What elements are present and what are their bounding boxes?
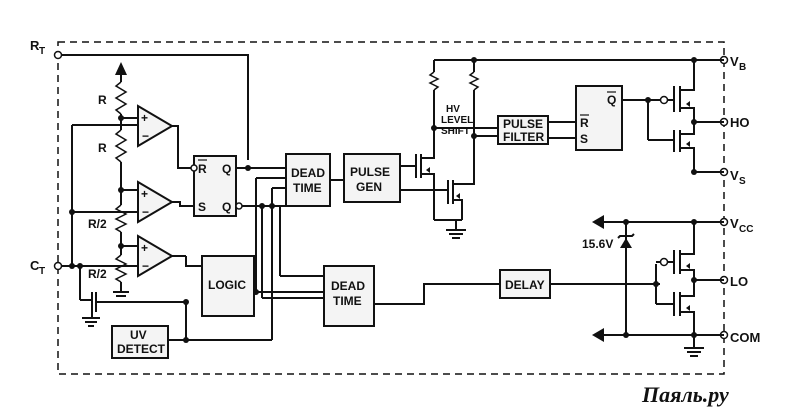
delay-block: DELAY — [499, 269, 660, 299]
ic-outline — [57, 41, 725, 375]
resistor-r-top-label: R — [98, 93, 107, 107]
svg-text:HV: HV — [446, 104, 460, 115]
svg-text:+: + — [141, 241, 148, 255]
comparator-mid: + − — [121, 180, 194, 224]
comparator-top: + − — [121, 104, 194, 169]
uv-detect-block: UV DETECT — [111, 299, 272, 359]
svg-text:+: + — [141, 187, 148, 201]
comparator-bottom: + − — [121, 234, 202, 278]
svg-text:−: − — [142, 205, 149, 219]
svg-text:LOGIC: LOGIC — [208, 278, 246, 292]
high-side-latch: R S Q — [575, 85, 674, 151]
svg-text:DELAY: DELAY — [505, 278, 545, 292]
ff-to-deadtime-wires — [236, 165, 324, 340]
svg-text:PULSE: PULSE — [350, 165, 390, 179]
dead-time-top-block: DEAD TIME — [285, 153, 344, 207]
svg-text:Паяль.ру: Паяль.ру — [641, 382, 729, 407]
pin-ct: C T — [30, 258, 45, 277]
pulse-filter-block: PULSE FILTER — [497, 115, 576, 145]
svg-text:R: R — [198, 162, 207, 176]
svg-text:Q: Q — [222, 162, 231, 176]
svg-text:−: − — [142, 259, 149, 273]
svg-text:DEAD: DEAD — [291, 166, 325, 180]
svg-text:UV: UV — [130, 328, 147, 342]
svg-text:R: R — [30, 38, 40, 53]
svg-text:CC: CC — [739, 224, 753, 235]
pin-ct-terminal — [53, 261, 63, 271]
pin-vs: V S — [730, 168, 746, 187]
rt-net — [62, 54, 249, 160]
discharge-transistor — [80, 292, 186, 327]
sr-flipflop: R S Q Q — [190, 155, 243, 217]
svg-text:−: − — [142, 129, 149, 143]
dead-time-bottom-block: DEAD TIME — [323, 265, 500, 327]
resistor-r-mid-label: R — [98, 141, 107, 155]
svg-text:GEN: GEN — [356, 180, 382, 194]
svg-text:PULSE: PULSE — [503, 117, 543, 131]
pullup-resistors — [428, 57, 724, 140]
high-side-output-stage — [667, 57, 724, 175]
pin-vcc: V CC — [730, 216, 753, 235]
svg-text:T: T — [39, 266, 45, 277]
pin-lo: LO — [730, 274, 748, 289]
pin-ho: HO — [730, 115, 750, 130]
low-side-supply — [592, 215, 724, 342]
watermark: Паяль.ру — [641, 382, 729, 407]
svg-text:V: V — [730, 168, 739, 183]
svg-text:C: C — [30, 258, 40, 273]
resistor-r-half2-label: R/2 — [88, 267, 107, 281]
svg-text:DEAD: DEAD — [331, 279, 365, 293]
level-shift-transistors — [415, 140, 475, 239]
svg-text:S: S — [739, 176, 746, 187]
svg-text:Q: Q — [607, 93, 616, 107]
zener-label: 15.6V — [582, 237, 613, 251]
pulse-gen-block: PULSE GEN — [343, 153, 448, 203]
pin-com: COM — [730, 330, 760, 345]
svg-text:FILTER: FILTER — [503, 130, 544, 144]
hv-level-shift-label: HV LEVEL SHIFT — [441, 104, 473, 137]
svg-text:TIME: TIME — [293, 181, 322, 195]
resistor-r-half1-label: R/2 — [88, 217, 107, 231]
svg-text:SHIFT: SHIFT — [441, 126, 470, 137]
svg-text:+: + — [141, 111, 148, 125]
low-side-output-stage — [653, 219, 724, 357]
svg-text:Q: Q — [222, 200, 231, 214]
pin-rt-terminal — [53, 50, 63, 60]
svg-text:S: S — [198, 200, 206, 214]
svg-text:T: T — [39, 46, 45, 57]
svg-text:DETECT: DETECT — [117, 342, 166, 356]
svg-text:B: B — [739, 62, 746, 73]
logic-block: LOGIC — [201, 255, 324, 317]
resistor-ladder — [113, 62, 129, 297]
svg-text:LEVEL: LEVEL — [441, 115, 473, 126]
pin-rt: R T — [30, 38, 45, 57]
svg-text:V: V — [730, 54, 739, 69]
svg-text:R: R — [580, 116, 589, 130]
svg-text:TIME: TIME — [333, 294, 362, 308]
svg-text:V: V — [730, 216, 739, 231]
ct-net — [62, 124, 138, 300]
svg-text:S: S — [580, 132, 588, 146]
pin-vb: V B — [730, 54, 746, 73]
